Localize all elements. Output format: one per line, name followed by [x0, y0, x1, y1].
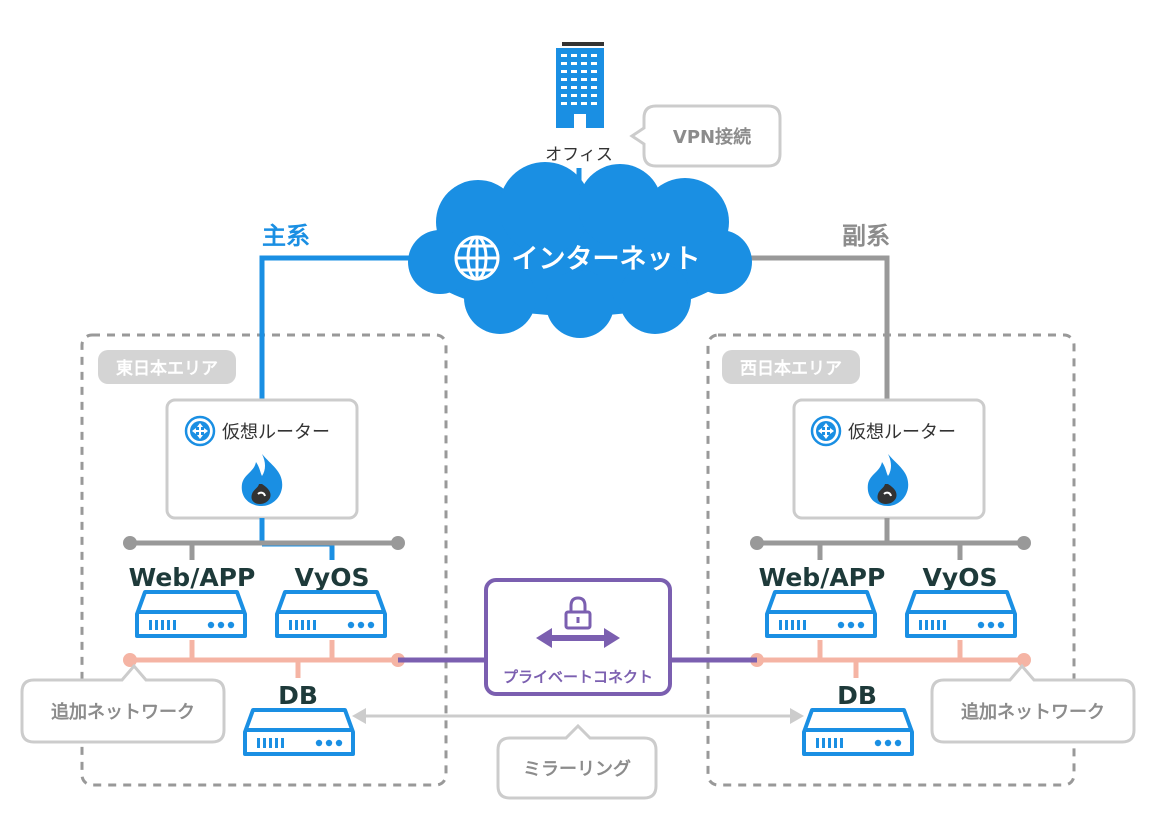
svg-text:西日本エリア: 西日本エリア	[740, 358, 842, 379]
west-router-label: 仮想ルーター	[848, 422, 956, 443]
west-vyos-server	[905, 590, 1017, 638]
mirroring-callout: ミラーリング	[496, 723, 658, 800]
east-db-server	[243, 708, 355, 756]
secondary-link-line	[740, 255, 890, 404]
network-endpoint	[391, 536, 405, 550]
internet-cloud	[408, 162, 752, 338]
svg-text:VPN接続: VPN接続	[673, 126, 751, 148]
office-building-icon	[556, 42, 604, 128]
east-router-label: 仮想ルーター	[222, 422, 330, 443]
private-connect-label: プライベートコネクト	[503, 668, 653, 686]
mirroring-arrow	[352, 708, 804, 724]
east-db-label: DB	[278, 681, 318, 710]
network-endpoint	[1017, 653, 1031, 667]
internet-label: インターネット	[512, 244, 701, 275]
east-webapp-server	[135, 590, 247, 638]
network-endpoint	[750, 536, 764, 550]
west-db-server	[802, 708, 914, 756]
globe-icon	[454, 235, 500, 281]
svg-text:ミラーリング: ミラーリング	[523, 758, 631, 780]
double-arrow-icon	[536, 628, 620, 648]
primary-link-line	[259, 255, 415, 404]
west-router: 仮想ルーター	[792, 398, 986, 520]
office-label: オフィス	[545, 145, 613, 165]
vpn-callout: VPN接続	[629, 104, 782, 168]
west-area-label: 西日本エリア	[722, 350, 860, 384]
west-webapp-server	[765, 590, 877, 638]
secondary-link-label: 副系	[842, 222, 890, 250]
east-vyos-uplink	[262, 541, 335, 560]
east-vyos-label: VyOS	[295, 563, 370, 592]
primary-link-label: 主系	[262, 222, 310, 250]
east-router: 仮想ルーター	[165, 398, 359, 520]
extra-network-callout-right: 追加ネットワーク	[930, 663, 1136, 744]
west-webapp-label: Web/APP	[759, 563, 886, 592]
west-db-label: DB	[837, 681, 877, 710]
router-icon	[810, 415, 842, 447]
extra-network-callout-left: 追加ネットワーク	[20, 663, 226, 744]
svg-text:追加ネットワーク: 追加ネットワーク	[961, 701, 1105, 723]
private-connect-box	[484, 578, 672, 696]
east-area-label: 東日本エリア	[98, 350, 236, 384]
east-webapp-label: Web/APP	[129, 563, 256, 592]
network-endpoint	[123, 653, 137, 667]
lock-icon	[564, 596, 592, 630]
west-area-box	[706, 333, 1076, 787]
svg-text:東日本エリア: 東日本エリア	[116, 358, 218, 379]
west-vyos-label: VyOS	[923, 563, 998, 592]
east-vyos-server	[275, 590, 387, 638]
router-icon	[184, 415, 216, 447]
network-endpoint	[123, 536, 137, 550]
network-endpoint	[1017, 536, 1031, 550]
svg-text:追加ネットワーク: 追加ネットワーク	[51, 701, 195, 723]
